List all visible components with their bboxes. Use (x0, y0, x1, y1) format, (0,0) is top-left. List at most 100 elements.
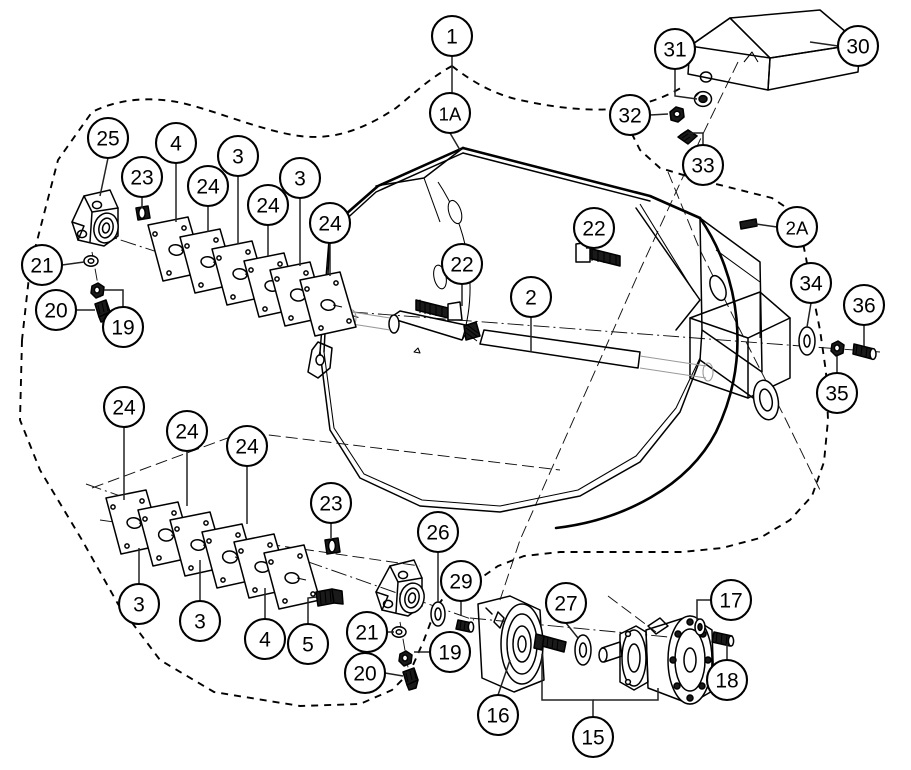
callout-22[interactable]: 22 (572, 206, 616, 250)
callout-27[interactable]: 27 (544, 581, 588, 625)
callout-25[interactable]: 25 (86, 116, 130, 160)
callout-24[interactable]: 24 (308, 201, 352, 245)
callout-4[interactable]: 4 (154, 121, 198, 165)
callout-22[interactable]: 22 (440, 242, 484, 286)
callout-number: 5 (302, 634, 314, 657)
part-31-lockwasher (693, 90, 713, 108)
callout-circle[interactable] (572, 206, 616, 250)
callout-circle[interactable] (216, 134, 260, 178)
callout-circle[interactable] (178, 599, 222, 643)
callout-circle[interactable] (154, 121, 198, 165)
callout-24[interactable]: 24 (186, 164, 230, 208)
callout-circle[interactable] (544, 581, 588, 625)
callout-circle[interactable] (101, 305, 145, 349)
callout-circle[interactable] (243, 617, 287, 661)
callout-circle[interactable] (165, 409, 209, 453)
callout-19[interactable]: 19 (101, 305, 145, 349)
callout-circle[interactable] (308, 201, 352, 245)
callout-circle[interactable] (428, 630, 472, 674)
callout-3[interactable]: 3 (178, 599, 222, 643)
callout-circle[interactable] (117, 582, 161, 626)
callout-21[interactable]: 21 (345, 610, 389, 654)
callout-circle[interactable] (102, 385, 146, 429)
callout-circle[interactable] (789, 261, 833, 305)
callout-circle[interactable] (842, 283, 886, 327)
callout-number: 24 (318, 213, 342, 236)
callout-33[interactable]: 33 (681, 143, 725, 187)
callout-16[interactable]: 16 (476, 693, 520, 737)
callout-circle[interactable] (428, 91, 472, 135)
callout-number: 15 (581, 727, 604, 750)
control-box-part-30 (687, 9, 861, 91)
callout-circle[interactable] (509, 275, 553, 319)
callout-19[interactable]: 19 (428, 630, 472, 674)
callout-24[interactable]: 24 (102, 385, 146, 429)
callout-circle[interactable] (709, 578, 753, 622)
callout-circle[interactable] (343, 651, 387, 695)
callout-34[interactable]: 34 (789, 261, 833, 305)
callout-circle[interactable] (246, 183, 290, 227)
bearing-bracket-part-25 (71, 189, 119, 247)
callout-20[interactable]: 20 (343, 651, 387, 695)
callout-26[interactable]: 26 (416, 510, 460, 554)
callout-5[interactable]: 5 (286, 622, 330, 666)
callout-23[interactable]: 23 (309, 481, 353, 525)
callout-circle[interactable] (681, 143, 725, 187)
callout-circle[interactable] (608, 93, 652, 137)
callout-17[interactable]: 17 (709, 578, 753, 622)
callout-number: 25 (96, 128, 119, 151)
callout-circle[interactable] (430, 14, 474, 58)
callout-20[interactable]: 20 (34, 288, 78, 332)
callout-circle[interactable] (836, 24, 880, 68)
callout-3[interactable]: 3 (216, 134, 260, 178)
callout-number: 17 (719, 590, 742, 613)
callout-24[interactable]: 24 (225, 424, 269, 468)
callout-number: 3 (294, 168, 306, 191)
part-33-bolt (677, 129, 698, 145)
callout-29[interactable]: 29 (439, 559, 483, 603)
callout-30[interactable]: 30 (836, 24, 880, 68)
part-2a-spacer (739, 218, 758, 230)
callout-23[interactable]: 23 (120, 155, 164, 199)
callout-number: 3 (232, 146, 244, 169)
callout-circle[interactable] (86, 116, 130, 160)
callout-circle[interactable] (653, 27, 697, 71)
callout-circle[interactable] (286, 622, 330, 666)
callout-3[interactable]: 3 (117, 582, 161, 626)
callout-1[interactable]: 1 (430, 14, 474, 58)
callout-circle[interactable] (278, 156, 322, 200)
callout-circle[interactable] (705, 658, 749, 702)
callout-circle[interactable] (345, 610, 389, 654)
callout-circle[interactable] (439, 559, 483, 603)
callout-circle[interactable] (186, 164, 230, 208)
callout-number: 20 (44, 300, 67, 323)
callout-35[interactable]: 35 (815, 371, 859, 415)
callout-18[interactable]: 18 (705, 658, 749, 702)
callout-1a[interactable]: 1A (428, 91, 472, 135)
callout-number: 24 (112, 397, 136, 420)
callout-circle[interactable] (309, 481, 353, 525)
callout-circle[interactable] (416, 510, 460, 554)
callout-36[interactable]: 36 (842, 283, 886, 327)
callout-circle[interactable] (120, 155, 164, 199)
callout-2a[interactable]: 2A (775, 205, 819, 249)
callout-circle[interactable] (815, 371, 859, 415)
callout-15[interactable]: 15 (571, 715, 615, 759)
callout-circle[interactable] (20, 243, 64, 287)
mount-plate (263, 544, 321, 610)
callout-circle[interactable] (775, 205, 819, 249)
callout-2[interactable]: 2 (509, 275, 553, 319)
callout-number: 1 (446, 26, 458, 49)
callout-3[interactable]: 3 (278, 156, 322, 200)
callout-21[interactable]: 21 (20, 243, 64, 287)
callout-24[interactable]: 24 (246, 183, 290, 227)
callout-circle[interactable] (571, 715, 615, 759)
callout-circle[interactable] (476, 693, 520, 737)
callout-24[interactable]: 24 (165, 409, 209, 453)
callout-31[interactable]: 31 (653, 27, 697, 71)
callout-circle[interactable] (225, 424, 269, 468)
callout-circle[interactable] (34, 288, 78, 332)
callout-4[interactable]: 4 (243, 617, 287, 661)
callout-32[interactable]: 32 (608, 93, 652, 137)
callout-circle[interactable] (440, 242, 484, 286)
